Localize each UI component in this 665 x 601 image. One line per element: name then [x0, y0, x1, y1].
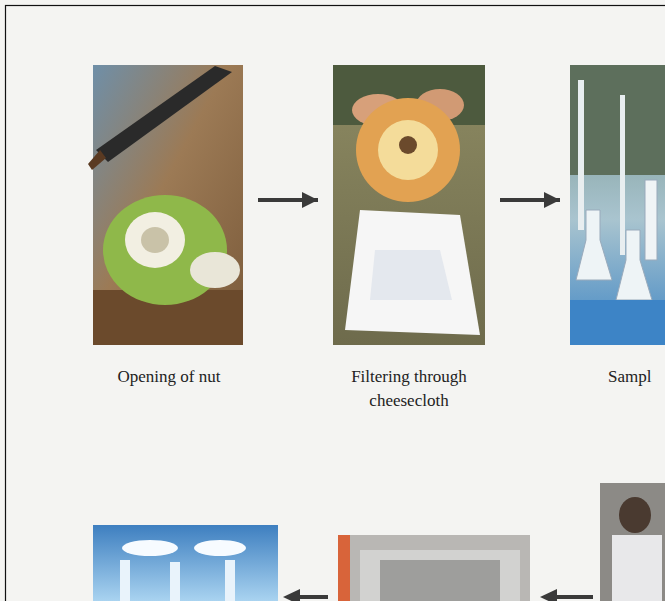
step-caption: Filtering through cheesecloth	[318, 365, 500, 413]
photo-bottom-right	[600, 483, 665, 601]
photo-step: Sampl	[560, 62, 665, 412]
flow-arrow	[500, 198, 560, 202]
photo-step: Filtering through cheesecloth	[318, 62, 500, 412]
bottom-arrows	[283, 589, 593, 601]
caption-text: Sampl	[608, 365, 651, 389]
caption-text: Opening of nut	[118, 365, 221, 389]
step-caption: Opening of nut	[80, 365, 258, 389]
photo-bottom-left	[93, 525, 278, 601]
caption-text: Filtering through cheesecloth	[339, 365, 479, 413]
photo-step: Opening of nut	[80, 62, 258, 412]
step-caption: Sampl	[560, 365, 665, 389]
photo-filtering	[333, 65, 485, 345]
flow-arrow	[258, 198, 318, 202]
page-frame	[6, 6, 665, 601]
photo-sampling	[570, 65, 665, 345]
photo-bottom-middle	[338, 535, 530, 601]
photo-opening	[88, 65, 243, 345]
